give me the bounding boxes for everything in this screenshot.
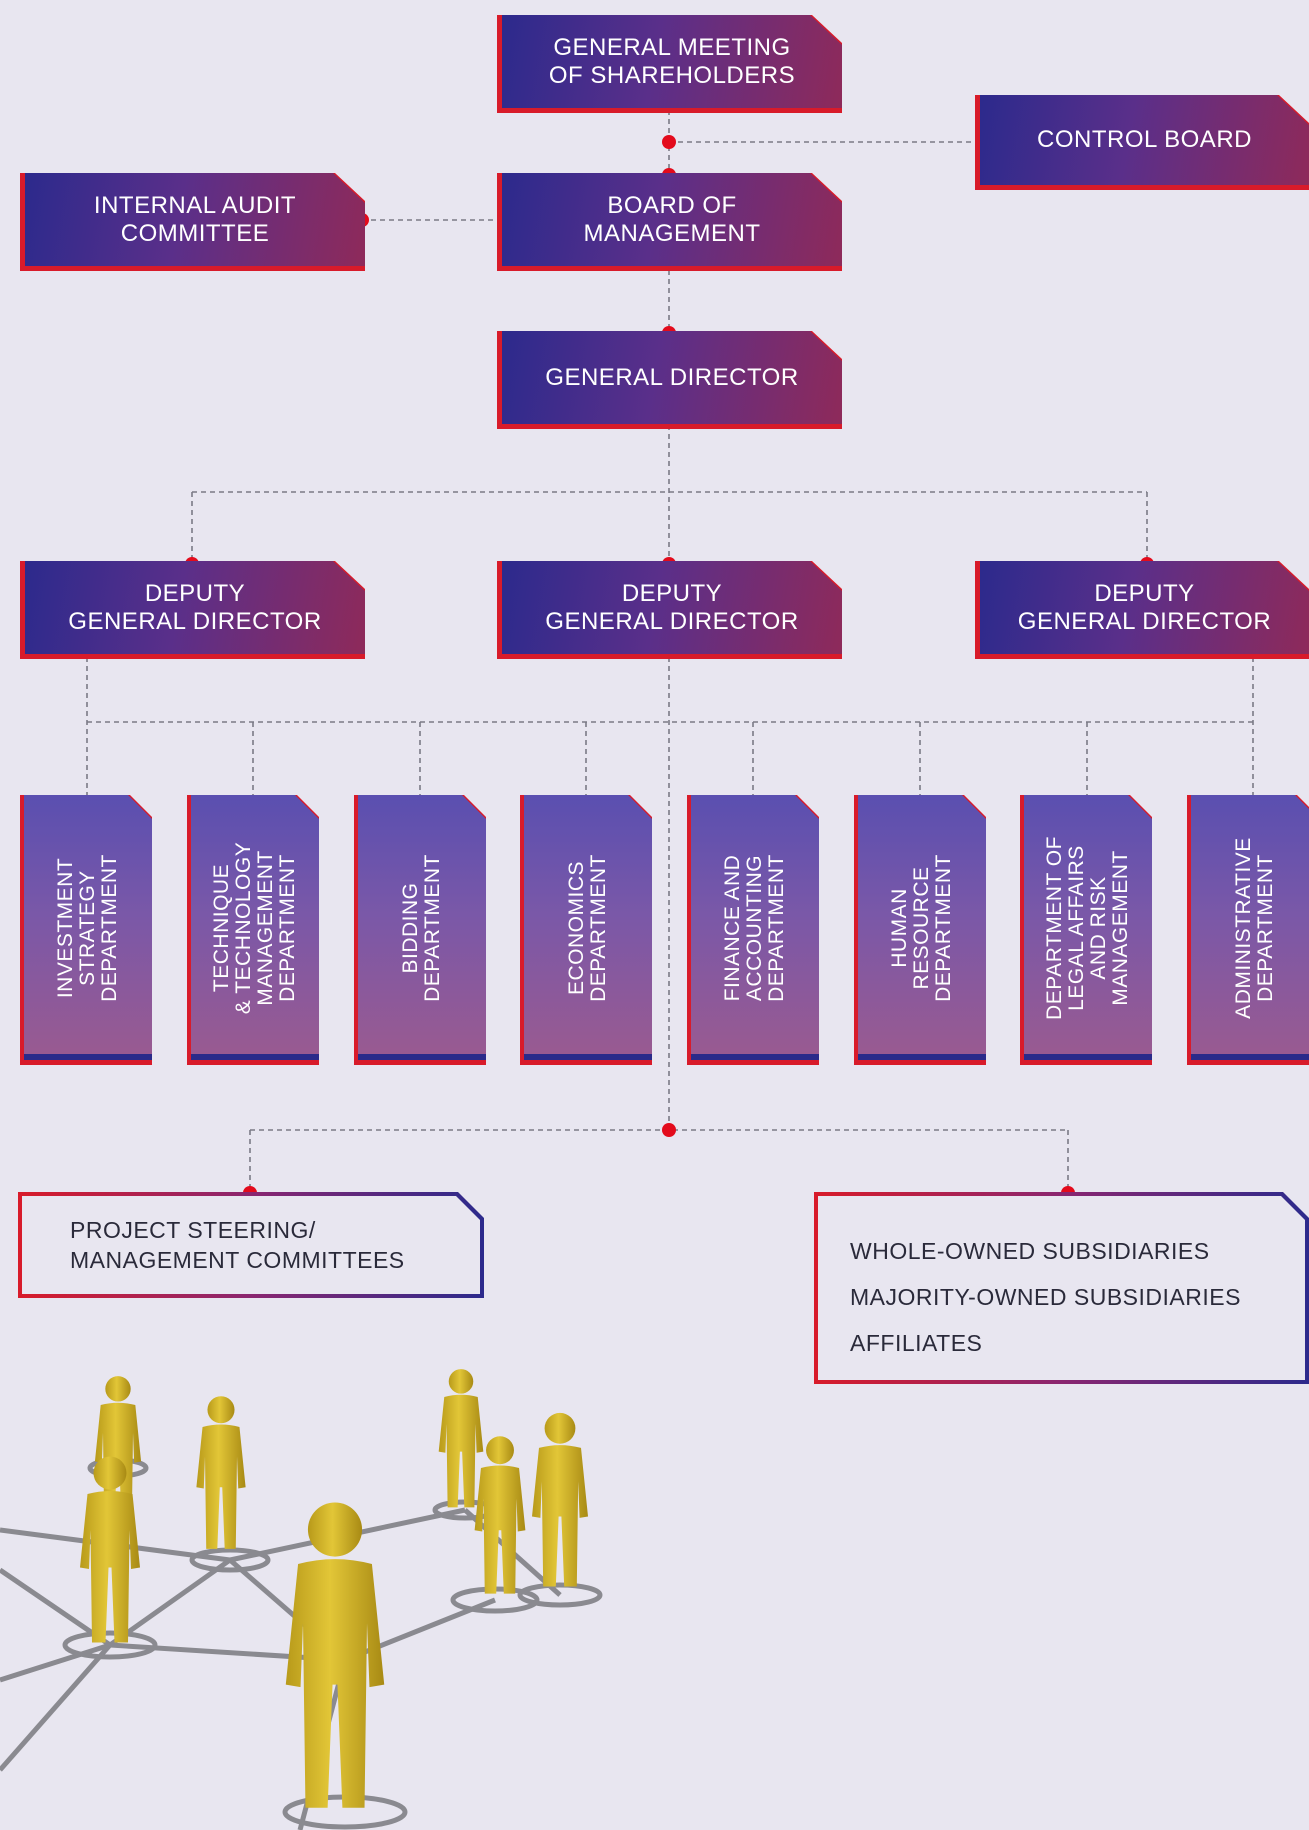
department-box: DEPARTMENT OF LEGAL AFFAIRS AND RISK MAN…	[1020, 795, 1152, 1065]
department-label: ECONOMICS DEPARTMENT	[564, 853, 610, 1002]
department-label: BIDDING DEPARTMENT	[398, 853, 444, 1002]
internal-audit-box: INTERNAL AUDIT COMMITTEE	[20, 173, 365, 271]
department-label: DEPARTMENT OF LEGAL AFFAIRS AND RISK MAN…	[1042, 835, 1133, 1020]
department-box: TECHNIQUE & TECHNOLOGY MANAGEMENT DEPART…	[187, 795, 319, 1065]
deputy-director-left-box: DEPUTY GENERAL DIRECTOR	[20, 561, 365, 659]
department-label: INVESTMENT STRATEGY DEPARTMENT	[53, 853, 122, 1002]
internal-audit-label: INTERNAL AUDIT COMMITTEE	[25, 173, 365, 266]
subsidiaries-box: WHOLE-OWNED SUBSIDIARIES MAJORITY-OWNED …	[814, 1192, 1309, 1384]
department-label: TECHNIQUE & TECHNOLOGY MANAGEMENT DEPART…	[209, 841, 300, 1014]
department-box: HUMAN RESOURCE DEPARTMENT	[854, 795, 986, 1065]
people-network-illustration	[0, 1369, 603, 1830]
subsidiary-item: AFFILIATES	[850, 1330, 983, 1356]
deputy-director-center-box: DEPUTY GENERAL DIRECTOR	[497, 561, 842, 659]
subsidiaries-list: WHOLE-OWNED SUBSIDIARIES MAJORITY-OWNED …	[850, 1228, 1241, 1366]
general-director-label: GENERAL DIRECTOR	[502, 331, 842, 424]
steering-committees-box: PROJECT STEERING/ MANAGEMENT COMMITTEES	[18, 1192, 484, 1298]
department-label: FINANCE AND ACCOUNTING DEPARTMENT	[720, 853, 789, 1002]
deputy-director-right-box: DEPUTY GENERAL DIRECTOR	[975, 561, 1309, 659]
control-board-box: CONTROL BOARD	[975, 95, 1309, 190]
department-box: ECONOMICS DEPARTMENT	[520, 795, 652, 1065]
shareholders-box: GENERAL MEETING OF SHAREHOLDERS	[497, 15, 842, 113]
department-box: INVESTMENT STRATEGY DEPARTMENT	[20, 795, 152, 1065]
department-box: ADMINISTRATIVE DEPARTMENT	[1187, 795, 1309, 1065]
board-of-management-label: BOARD OF MANAGEMENT	[502, 173, 842, 266]
subsidiary-item: MAJORITY-OWNED SUBSIDIARIES	[850, 1284, 1241, 1310]
general-director-box: GENERAL DIRECTOR	[497, 331, 842, 429]
department-label: ADMINISTRATIVE DEPARTMENT	[1231, 836, 1277, 1019]
control-board-label: CONTROL BOARD	[980, 95, 1309, 185]
steering-committees-label: PROJECT STEERING/ MANAGEMENT COMMITTEES	[70, 1217, 405, 1273]
deputy-director-label: DEPUTY GENERAL DIRECTOR	[980, 561, 1309, 654]
subsidiary-item: WHOLE-OWNED SUBSIDIARIES	[850, 1238, 1210, 1264]
deputy-director-label: DEPUTY GENERAL DIRECTOR	[502, 561, 842, 654]
shareholders-label: GENERAL MEETING OF SHAREHOLDERS	[502, 15, 842, 108]
deputy-director-label: DEPUTY GENERAL DIRECTOR	[25, 561, 365, 654]
department-label: HUMAN RESOURCE DEPARTMENT	[887, 853, 956, 1002]
board-of-management-box: BOARD OF MANAGEMENT	[497, 173, 842, 271]
department-box: BIDDING DEPARTMENT	[354, 795, 486, 1065]
department-box: FINANCE AND ACCOUNTING DEPARTMENT	[687, 795, 819, 1065]
